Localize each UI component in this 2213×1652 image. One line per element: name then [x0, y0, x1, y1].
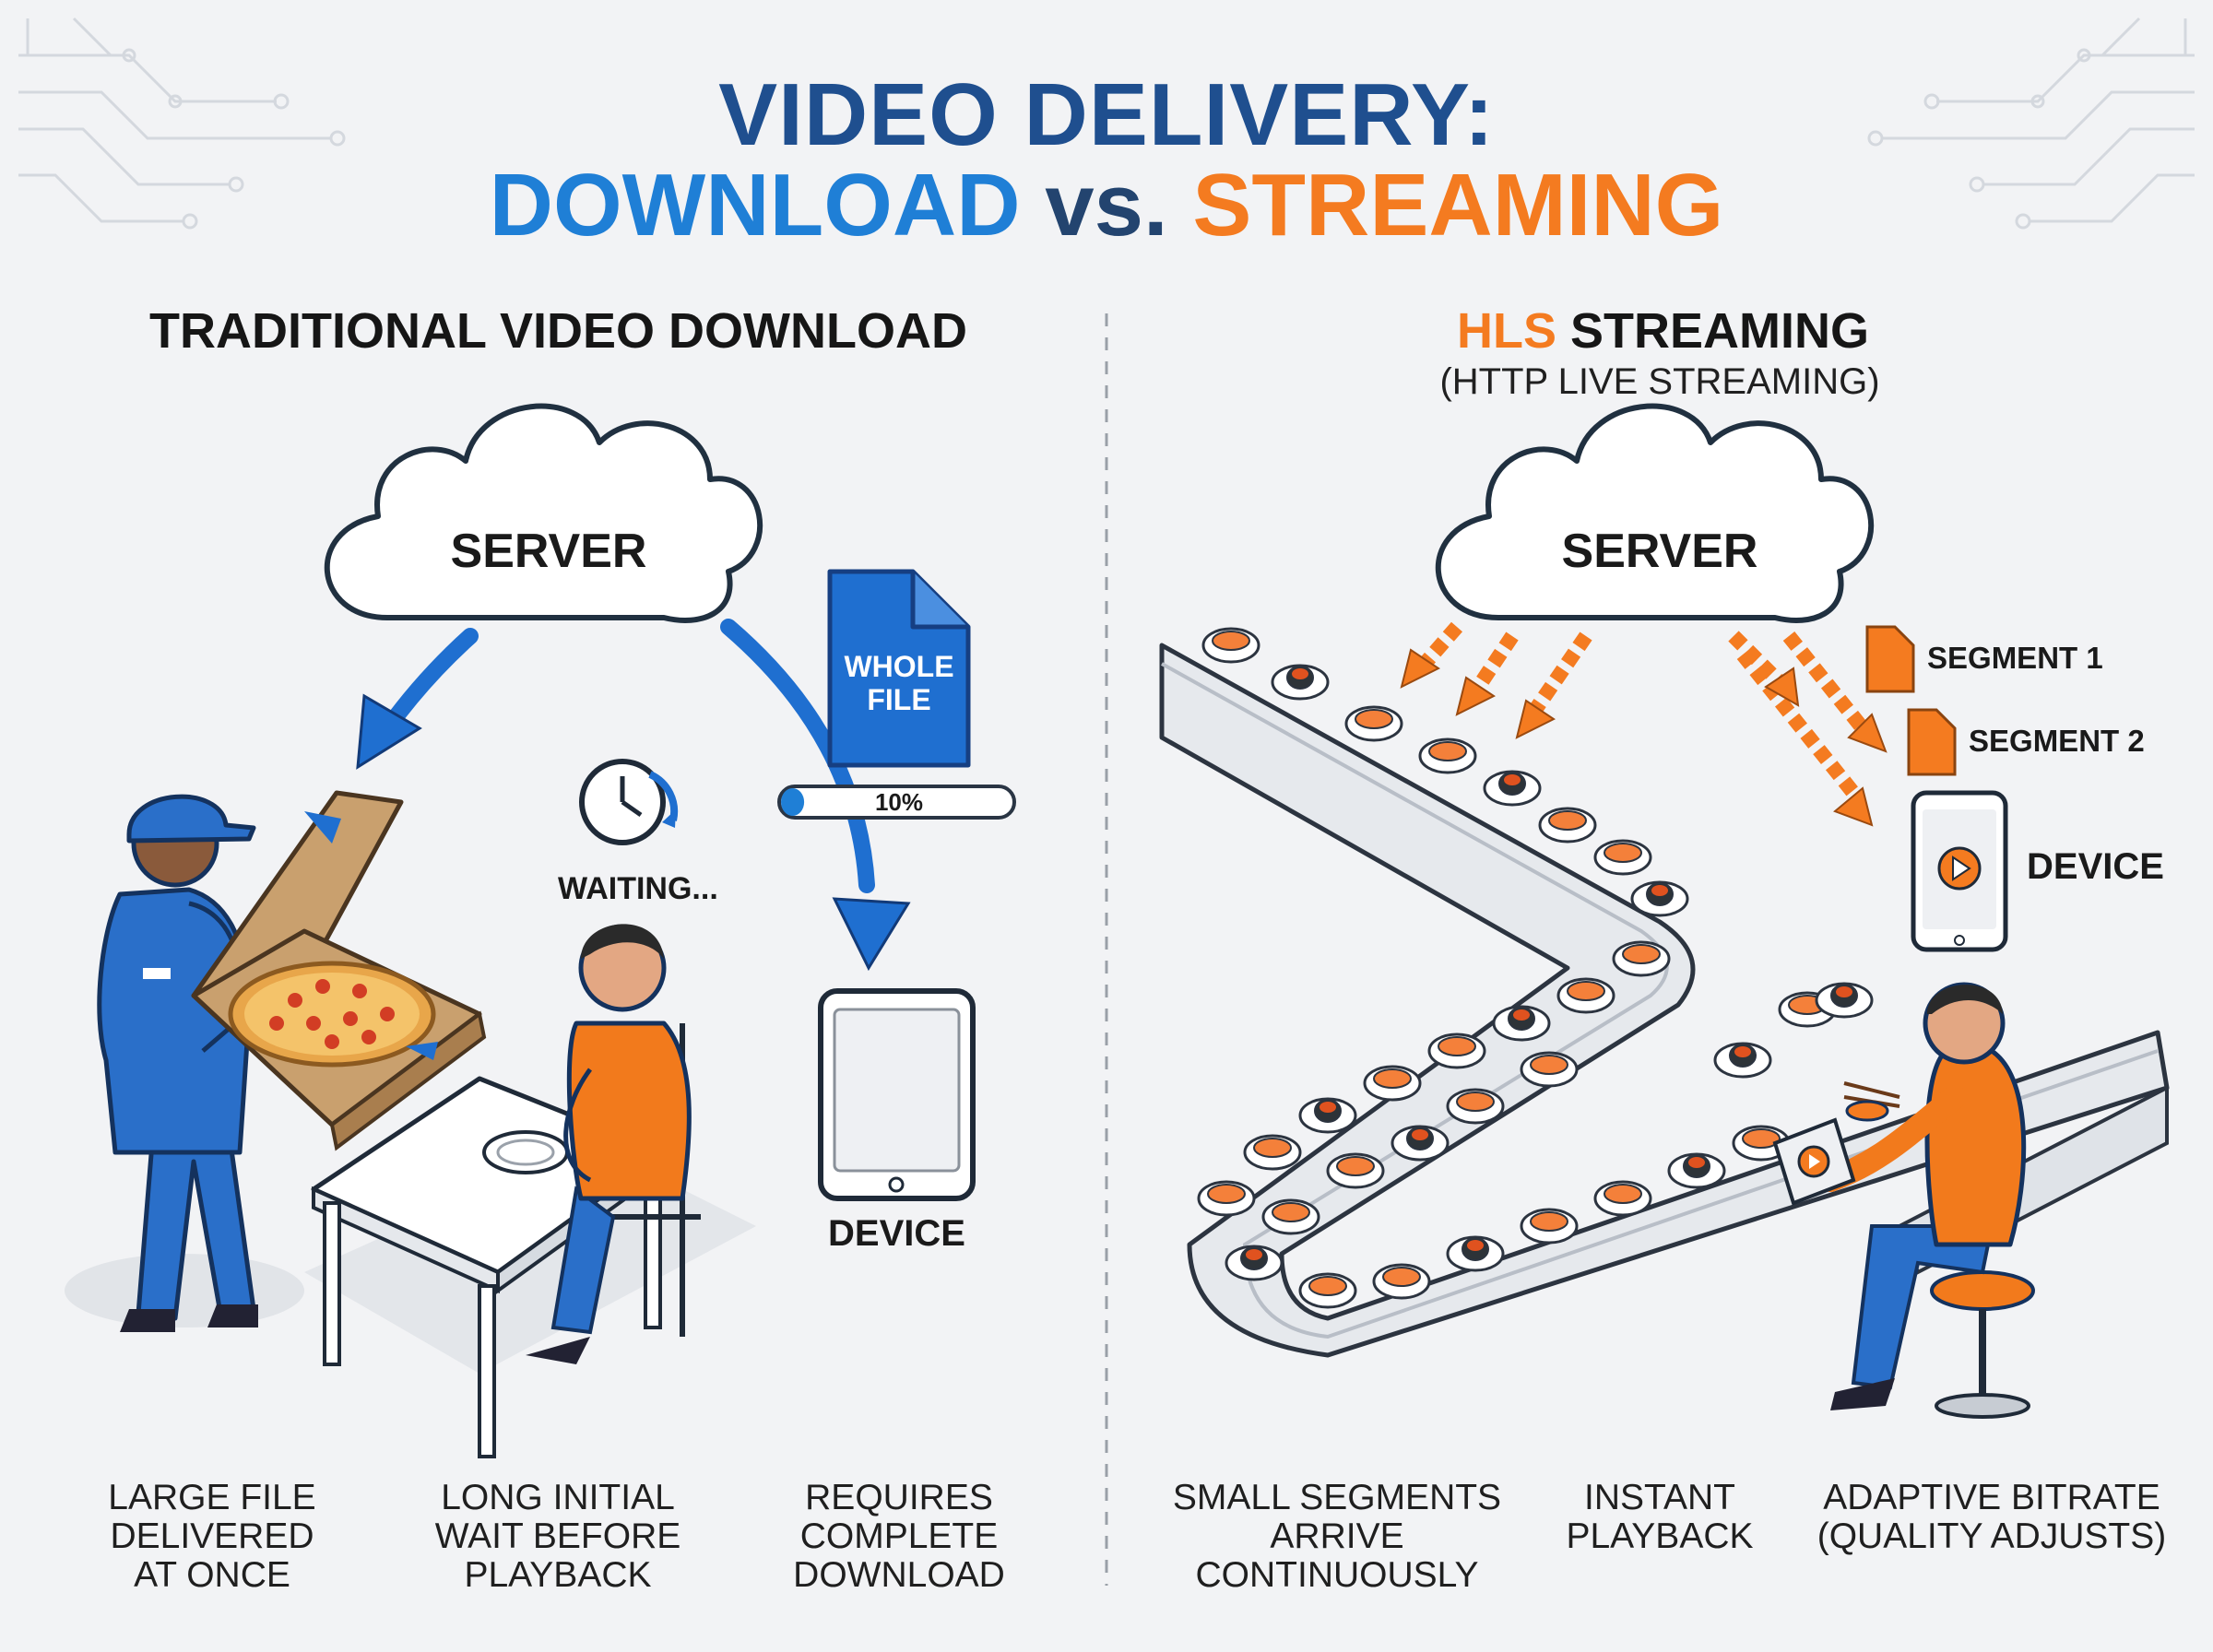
left-server-label: SERVER	[450, 525, 647, 578]
clock-icon	[579, 759, 679, 845]
whole-file-document	[827, 569, 971, 768]
title-line-1: VIDEO DELIVERY:	[718, 65, 1495, 164]
right-caption-3-line1: ADAPTIVE BITRATE	[1823, 1478, 2160, 1517]
left-device-label: DEVICE	[828, 1213, 965, 1254]
title-vs-word: vs.	[1045, 156, 1168, 254]
sushi-plate	[1326, 1152, 1385, 1189]
right-caption-1-line2: ARRIVE	[1270, 1516, 1404, 1556]
right-server-label: SERVER	[1561, 525, 1758, 578]
left-caption-2-line1: LONG INITIAL	[441, 1478, 675, 1517]
sushi-plate	[1520, 1051, 1579, 1088]
sushi-plate	[1713, 1042, 1772, 1079]
right-caption-3-line2: (QUALITY ADJUSTS)	[1817, 1516, 2167, 1556]
right-caption-3: ADAPTIVE BITRATE (QUALITY ADJUSTS)	[1807, 1479, 2176, 1556]
sushi-plate	[1446, 1088, 1505, 1125]
circuit-decoration-left	[18, 17, 346, 230]
right-caption-1-line3: CONTINUOUSLY	[1195, 1555, 1479, 1595]
sushi-plate	[1197, 1180, 1256, 1217]
left-caption-2-line2: WAIT BEFORE	[434, 1516, 681, 1556]
right-heading-rest: STREAMING	[1570, 303, 1870, 359]
sushi-plate	[1556, 977, 1615, 1014]
sushi-plate	[1298, 1097, 1357, 1134]
left-section-heading: TRADITIONAL VIDEO DOWNLOAD	[149, 303, 967, 359]
server-cloud-right	[1435, 403, 1874, 623]
tablet-device	[818, 988, 976, 1201]
segment-2-label: SEGMENT 2	[1969, 724, 2145, 758]
sushi-plate	[1732, 1125, 1791, 1162]
segment-arrows	[1418, 621, 1869, 797]
sushi-plate	[1520, 1208, 1579, 1245]
title-line-2: DOWNLOAD vs. STREAMING	[0, 155, 2213, 256]
sushi-plate	[1446, 1235, 1505, 1272]
left-caption-3-line2: COMPLETE	[799, 1516, 999, 1556]
segment-1-label: SEGMENT 1	[1927, 641, 2103, 675]
sushi-plate	[1483, 770, 1542, 807]
sushi-plate	[1243, 1134, 1302, 1171]
title-streaming-word: STREAMING	[1192, 156, 1724, 254]
download-progress-bar	[777, 785, 1016, 820]
sushi-plate	[1372, 1263, 1431, 1300]
progress-percent-label: 10%	[874, 788, 924, 816]
right-caption-1: SMALL SEGMENTS ARRIVE CONTINUOUSLY	[1166, 1479, 1508, 1595]
left-caption-3-line1: REQUIRES	[805, 1478, 993, 1517]
eating-person	[1818, 982, 2035, 1419]
whole-file-label-line2: FILE	[867, 683, 931, 716]
right-heading-accent: HLS	[1457, 303, 1556, 359]
sushi-plate	[1427, 1032, 1486, 1069]
sushi-plate	[1418, 738, 1477, 774]
sushi-plate	[1815, 982, 1874, 1019]
left-caption-1-line1: LARGE FILE	[108, 1478, 316, 1517]
arrow-to-pizza-head	[356, 693, 422, 770]
sushi-plates	[1197, 627, 1874, 1309]
sushi-plate	[1630, 880, 1689, 917]
circuit-decoration-right	[1867, 17, 2195, 230]
counter-tablet	[1772, 1117, 1856, 1206]
right-caption-1-line1: SMALL SEGMENTS	[1172, 1478, 1502, 1517]
right-device-label: DEVICE	[2027, 846, 2164, 887]
sushi-plate	[1492, 1005, 1551, 1042]
sushi-plate	[1593, 1180, 1652, 1217]
waiting-label: WAITING...	[558, 871, 718, 906]
pizza-box	[191, 790, 487, 1151]
title-download-word: DOWNLOAD	[489, 156, 1021, 254]
arrow-to-device-head	[832, 897, 911, 972]
left-caption-2: LONG INITIAL WAIT BEFORE PLAYBACK	[410, 1479, 705, 1595]
waiting-person	[526, 924, 701, 1364]
sushi-plate	[1363, 1065, 1422, 1102]
left-caption-1-line3: AT ONCE	[134, 1555, 290, 1595]
right-subheading: (HTTP LIVE STREAMING)	[1439, 361, 1880, 402]
delivery-man	[97, 794, 258, 1332]
sushi-plate	[1391, 1125, 1450, 1162]
sushi-plate	[1225, 1245, 1284, 1281]
whole-file-label-line1: WHOLE	[844, 650, 954, 683]
left-caption-3: REQUIRES COMPLETE DOWNLOAD	[756, 1479, 1042, 1595]
segment-1-file-icon	[1865, 625, 1915, 693]
phone-device	[1911, 790, 2008, 952]
sushi-plate	[1271, 664, 1330, 701]
server-cloud-left	[324, 403, 763, 623]
right-caption-2-line1: INSTANT	[1584, 1478, 1735, 1517]
segment-2-file-icon	[1907, 708, 1957, 776]
sushi-plate	[1344, 705, 1403, 742]
left-caption-2-line3: PLAYBACK	[464, 1555, 652, 1595]
sushi-plate	[1201, 627, 1260, 664]
sushi-plate	[1261, 1198, 1320, 1235]
sushi-plate	[1667, 1152, 1726, 1189]
sushi-plate	[1612, 940, 1671, 977]
right-section-heading: HLS STREAMING	[1457, 302, 1869, 360]
sushi-plate	[1538, 807, 1597, 844]
left-caption-1: LARGE FILE DELIVERED AT ONCE	[74, 1479, 350, 1595]
arrow-to-device	[720, 619, 875, 893]
sushi-plate	[1298, 1272, 1357, 1309]
segment-arrow-heads	[1400, 648, 1888, 827]
left-caption-3-line3: DOWNLOAD	[793, 1555, 1005, 1595]
whole-file-label: WHOLE FILE	[830, 650, 968, 716]
right-caption-2: INSTANT PLAYBACK	[1549, 1479, 1770, 1556]
sushi-plate	[1593, 839, 1652, 876]
right-caption-2-line2: PLAYBACK	[1566, 1516, 1754, 1556]
left-caption-1-line2: DELIVERED	[110, 1516, 314, 1556]
